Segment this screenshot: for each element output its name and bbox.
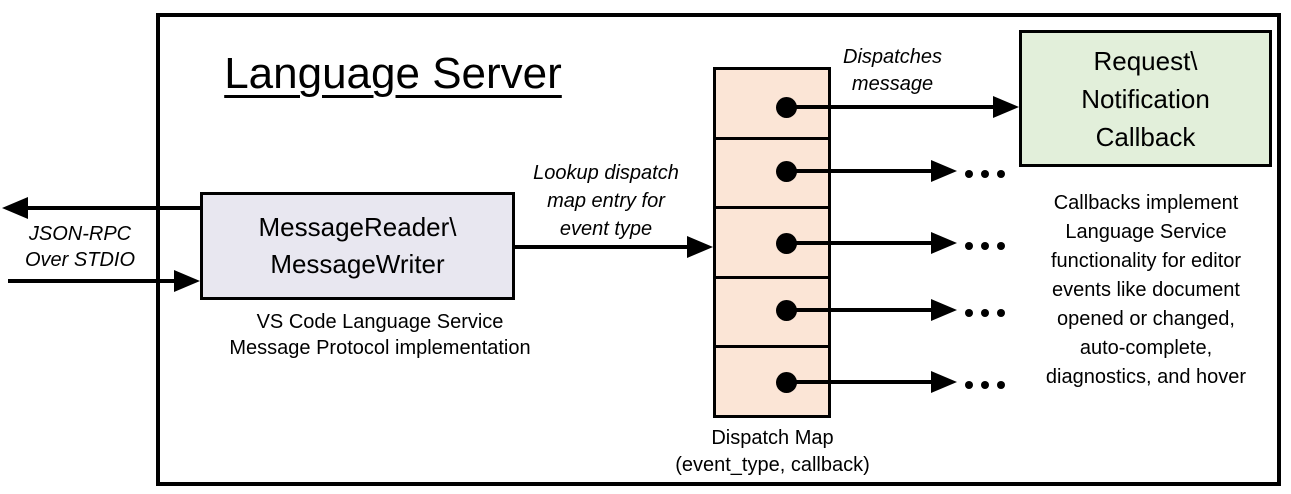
reader-caption-line2: Message Protocol implementation	[229, 337, 531, 359]
message-writer-label: MessageWriter	[270, 249, 445, 279]
dispatch-map-caption-line2: (event_type, callback)	[675, 454, 870, 476]
dispatches-message-line2: message	[851, 73, 934, 95]
callbacks-note-line2: Language Service	[1065, 221, 1227, 243]
page-title: Language Server	[224, 49, 562, 98]
arrowhead-left-icon	[2, 197, 28, 219]
dispatches-message-label: Dispatches message	[830, 44, 955, 98]
lookup-dispatch-line3: event type	[559, 218, 653, 240]
arrowhead-right-icon	[931, 371, 957, 393]
lookup-dispatch-label: Lookup dispatch map entry for event type	[516, 159, 696, 243]
ellipsis-icon	[965, 170, 1005, 178]
callbacks-note-line7: diagnostics, and hover	[1045, 366, 1247, 388]
ellipsis-dot	[965, 381, 973, 389]
dispatch-arrow-line	[786, 380, 931, 384]
arrowhead-right-icon	[993, 96, 1019, 118]
callbacks-note-line6: auto-complete,	[1079, 337, 1213, 359]
message-reader-label: MessageReader\	[258, 212, 457, 242]
dispatch-arrow-line	[786, 105, 993, 109]
arrowhead-right-icon	[174, 270, 200, 292]
stdio-in-arrow-line	[8, 279, 176, 283]
arrowhead-right-icon	[931, 232, 957, 254]
callbacks-note-line5: opened or changed,	[1057, 308, 1235, 330]
ellipsis-dot	[997, 242, 1005, 250]
language-server-boundary-box	[156, 13, 1281, 486]
ellipsis-dot	[997, 381, 1005, 389]
json-rpc-label-line1: JSON-RPC	[28, 223, 132, 245]
ellipsis-icon	[965, 309, 1005, 317]
ellipsis-icon	[965, 381, 1005, 389]
ellipsis-dot	[997, 170, 1005, 178]
callbacks-note-line1: Callbacks implement	[1053, 192, 1239, 214]
json-rpc-label-line2: Over STDIO	[24, 249, 135, 271]
dispatch-map-caption: Dispatch Map (event_type, callback)	[650, 425, 895, 479]
dispatch-arrow-line	[786, 169, 931, 173]
callbacks-note: Callbacks implement Language Service fun…	[1012, 189, 1280, 392]
arrowhead-right-icon	[931, 299, 957, 321]
callback-box-line3: Callback	[1095, 121, 1196, 152]
ellipsis-dot	[965, 170, 973, 178]
arrowhead-right-icon	[687, 236, 713, 258]
lookup-arrow-line	[515, 245, 687, 249]
ellipsis-dot	[997, 309, 1005, 317]
stdio-out-arrow-line	[22, 206, 202, 210]
dispatch-arrow-line	[786, 308, 931, 312]
ellipsis-dot	[981, 242, 989, 250]
arrowhead-right-icon	[931, 160, 957, 182]
ellipsis-dot	[981, 309, 989, 317]
dispatch-map-cell	[716, 206, 828, 276]
dispatch-map-cell	[716, 70, 828, 137]
lookup-dispatch-line2: map entry for	[547, 190, 665, 212]
dispatch-map-cell	[716, 275, 828, 346]
reader-caption-line1: VS Code Language Service	[256, 311, 504, 333]
lookup-dispatch-line1: Lookup dispatch	[533, 162, 679, 184]
request-notification-callback-box: Request\ Notification Callback	[1019, 30, 1272, 167]
dispatch-map-cell	[716, 345, 828, 415]
dispatch-map-cell	[716, 136, 828, 207]
callback-box-line1: Request\	[1093, 45, 1198, 76]
dispatch-arrow-line	[786, 241, 931, 245]
ellipsis-dot	[965, 242, 973, 250]
ellipsis-dot	[981, 381, 989, 389]
message-reader-writer-box: MessageReader\ MessageWriter	[200, 192, 515, 300]
callback-box-line2: Notification	[1081, 83, 1210, 114]
dispatches-message-line1: Dispatches	[843, 46, 942, 68]
ellipsis-dot	[965, 309, 973, 317]
reader-caption: VS Code Language Service Message Protoco…	[190, 309, 570, 361]
json-rpc-label: JSON-RPC Over STDIO	[15, 221, 145, 273]
ellipsis-icon	[965, 242, 1005, 250]
dispatch-map-caption-line1: Dispatch Map	[711, 427, 834, 449]
callbacks-note-line4: events like document	[1052, 279, 1240, 301]
ellipsis-dot	[981, 170, 989, 178]
callbacks-note-line3: functionality for editor	[1050, 250, 1242, 272]
